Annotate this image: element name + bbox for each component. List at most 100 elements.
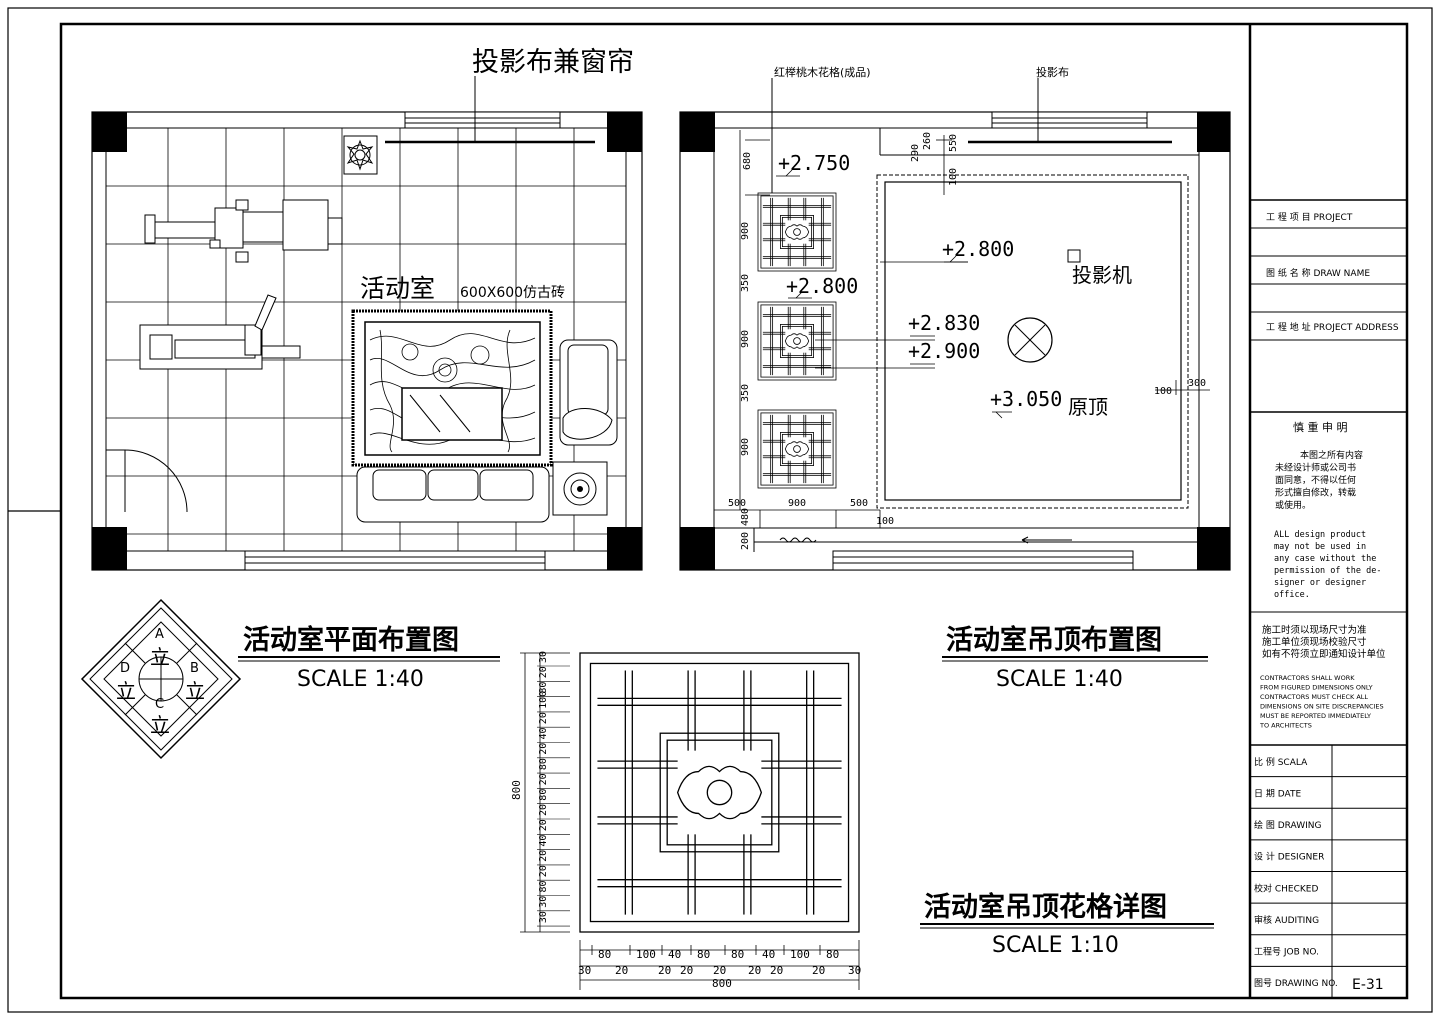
notice-text: 或使用。: [1275, 499, 1311, 511]
detail-title: 活动室吊顶花格详图 SCALE 1:10: [920, 891, 1214, 958]
dim-text: 40: [762, 948, 775, 961]
svg-text:100: 100: [876, 516, 894, 527]
svg-text:550: 550: [948, 134, 959, 152]
dim-text: 20: [538, 743, 549, 755]
dim-text: 80: [598, 948, 611, 961]
outer-border: [7, 7, 1433, 1013]
dim-text: 20: [538, 819, 549, 831]
notice-text: signer or designer: [1274, 578, 1366, 588]
original-ceiling-label: 原顶: [1068, 395, 1108, 419]
svg-text:SCALE 1:10: SCALE 1:10: [992, 933, 1119, 958]
dim-text: 80: [538, 758, 549, 770]
dim-text: 20: [538, 804, 549, 816]
dim-text: 100: [790, 948, 810, 961]
dim-text: 80: [538, 880, 549, 892]
svg-text:工 程 地 址 PROJECT ADDRESS: 工 程 地 址 PROJECT ADDRESS: [1266, 321, 1399, 333]
svg-text:A: A: [155, 627, 164, 642]
dim-text: 30: [578, 964, 591, 977]
notice-text: ALL design product: [1274, 530, 1366, 540]
projector-label: 投影机: [1072, 263, 1132, 287]
dim-text: 40: [668, 948, 681, 961]
dim-text: 20: [713, 964, 726, 977]
svg-text:200: 200: [740, 532, 751, 550]
notice-text: 未经设计师或公司书: [1275, 462, 1356, 474]
title-block-row-label: 绘 图 DRAWING: [1254, 819, 1321, 831]
svg-text:350: 350: [740, 274, 751, 292]
title-block: 比 例 SCALA 日 期 DATE 绘 图 DRAWING 设 计 DESIGNER…: [1248, 24, 1407, 998]
room-label: 活动室: [360, 274, 435, 303]
warning-text: FROM FIGURED DIMENSIONS ONLY: [1260, 684, 1373, 692]
tile-label: 600X600仿古砖: [460, 285, 565, 301]
svg-text:800: 800: [712, 977, 732, 990]
title-block-row-label: 设 计 DESIGNER: [1254, 851, 1324, 863]
column: [680, 112, 715, 152]
dim-text: 80: [826, 948, 839, 961]
svg-text:260: 260: [922, 132, 933, 150]
column: [1197, 527, 1230, 570]
notice-text: 形式擅自修改，转载: [1275, 487, 1356, 499]
svg-text:活动室吊顶花格详图: 活动室吊顶花格详图: [924, 891, 1167, 923]
warning-text: 如有不符须立即通知设计单位: [1262, 648, 1386, 660]
level-mark: +2.800: [786, 274, 858, 298]
svg-text:800: 800: [510, 780, 523, 800]
notice-text: office.: [1274, 590, 1310, 600]
warning-text: CONTRACTORS SHALL WORK: [1260, 674, 1355, 682]
screen-label: 投影布: [1036, 65, 1069, 79]
dim-text: 80: [538, 682, 549, 694]
svg-text:100: 100: [1154, 386, 1172, 397]
dim-text: 30: [538, 896, 549, 908]
svg-text:立: 立: [116, 679, 136, 703]
notice-text: any case without the: [1274, 554, 1376, 564]
svg-text:500: 500: [728, 498, 746, 509]
svg-text:慎 重 申 明: 慎 重 申 明: [1293, 420, 1348, 434]
svg-text:立: 立: [150, 713, 170, 737]
title-block-row-label: 审核 AUDITING: [1254, 914, 1319, 926]
svg-text:图 纸 名 称 DRAW NAME: 图 纸 名 称 DRAW NAME: [1266, 267, 1370, 279]
dim-text: 20: [748, 964, 761, 977]
svg-text:500: 500: [850, 498, 868, 509]
title-block-row-label: 比 例 SCALA: [1254, 756, 1308, 768]
curtain-label: 投影布兼窗帘: [472, 47, 634, 78]
svg-text:活动室吊顶布置图: 活动室吊顶布置图: [946, 624, 1162, 656]
svg-text:立: 立: [185, 679, 205, 703]
svg-text:900: 900: [740, 330, 751, 348]
dim-text: 20: [658, 964, 671, 977]
dim-text: 20: [812, 964, 825, 977]
title-block-row-label: 日 期 DATE: [1254, 788, 1301, 799]
svg-text:C: C: [155, 697, 164, 712]
svg-text:100: 100: [948, 168, 959, 186]
level-mark: +2.750: [778, 151, 850, 175]
column: [1197, 112, 1230, 152]
level-mark: +2.800: [942, 237, 1014, 261]
dim-text: 20: [615, 964, 628, 977]
lattice-label: 红榉桃木花格(成品): [774, 65, 871, 79]
warning-text: TO ARCHITECTS: [1259, 722, 1312, 730]
svg-text:480: 480: [740, 508, 751, 526]
svg-text:D: D: [120, 661, 130, 676]
svg-text:900: 900: [740, 438, 751, 456]
warning-text: 施工时须以现场尺寸为准: [1262, 624, 1367, 636]
dim-text: 20: [538, 773, 549, 785]
warning-text: DIMENSIONS ON SITE DISCREPANCIES: [1260, 703, 1384, 711]
lattice-panel: [757, 301, 837, 381]
svg-text:立: 立: [150, 645, 170, 669]
level-mark: +2.830: [908, 311, 980, 335]
svg-text:350: 350: [740, 384, 751, 402]
warning-text: MUST BE REPORTED IMMEDIATELY: [1260, 712, 1371, 720]
dim-text: 20: [538, 712, 549, 724]
svg-text:SCALE 1:40: SCALE 1:40: [297, 667, 424, 692]
lattice-panel: [757, 409, 837, 489]
dim-text: 20: [770, 964, 783, 977]
dim-text: 30: [538, 911, 549, 923]
column: [607, 112, 642, 152]
elevation-index-symbol: A 立 D 立 B 立 C 立: [80, 598, 242, 760]
dim-text: 40: [538, 727, 549, 739]
dim-text: 20: [538, 865, 549, 877]
level-mark: +2.900: [908, 339, 980, 363]
level-mark: +3.050: [990, 387, 1062, 411]
svg-text:活动室平面布置图: 活动室平面布置图: [243, 624, 459, 656]
warning-text: CONTRACTORS MUST CHECK ALL: [1260, 693, 1368, 701]
notice-text: 本图之所有内容: [1300, 449, 1363, 461]
